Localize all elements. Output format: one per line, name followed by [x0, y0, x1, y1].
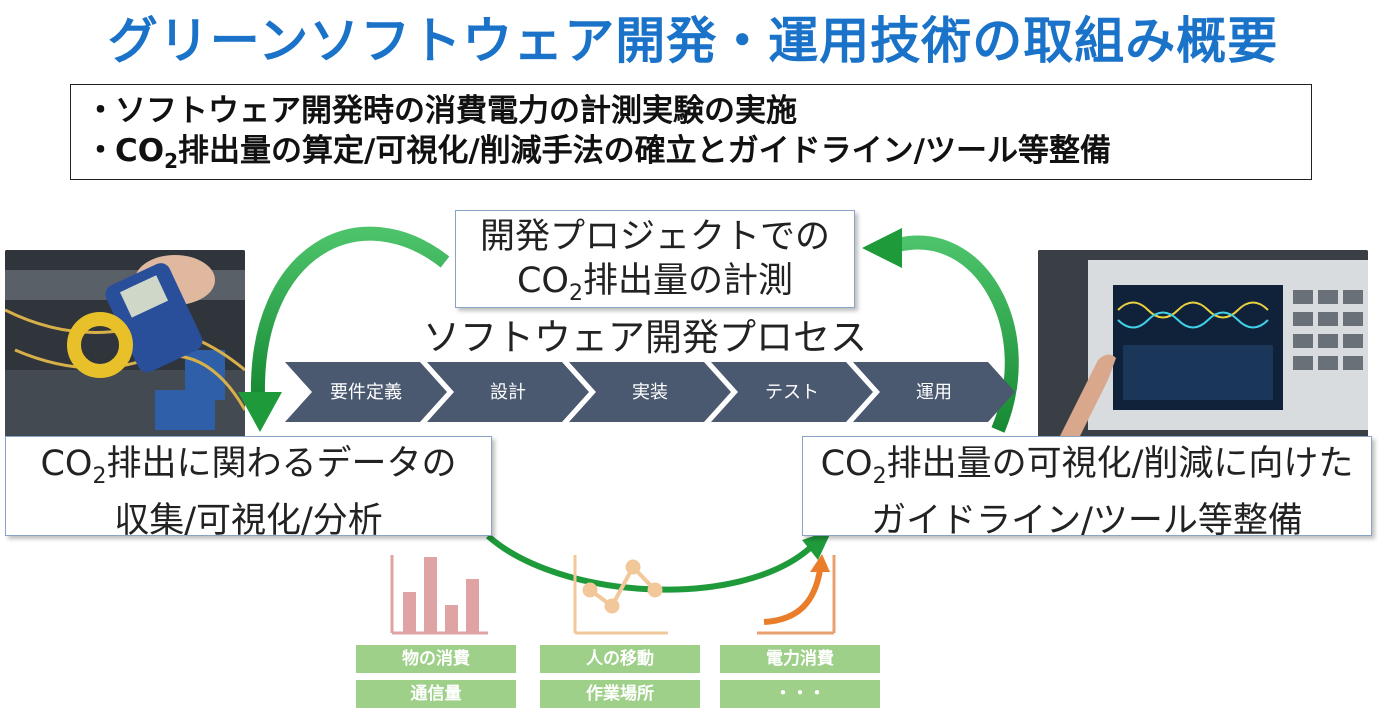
chevron-step-3 — [569, 362, 731, 422]
clamp-meter-photo — [5, 250, 245, 450]
tag-etc: ・・・ — [720, 680, 880, 708]
data-collection-box: CO2排出に関わるデータの 収集/可視化/分析 — [5, 436, 492, 541]
data-collection-line-2: 収集/可視化/分析 — [114, 501, 383, 541]
summary-line-2-co: CO — [115, 133, 165, 169]
bullet: ・ — [85, 93, 116, 129]
process-label: ソフトウェア開発プロセス — [423, 316, 867, 359]
measurement-text: 排出量の計測 — [582, 261, 793, 301]
data-collection-text: 排出に関わるデータの — [106, 444, 457, 484]
chevron-step-5 — [853, 362, 1015, 422]
data-collection-co: CO — [40, 444, 93, 484]
guideline-co: CO — [820, 444, 873, 484]
measurement-sub: 2 — [568, 281, 583, 306]
cycle-arrowhead-bottom — [802, 530, 832, 560]
process-chevrons — [285, 362, 1015, 422]
summary-line-1-text: ソフトウェア開発時の消費電力の計測実験の実施 — [115, 93, 797, 129]
step-label-1: 要件定義 — [330, 382, 402, 402]
chevron-step-1 — [285, 362, 447, 422]
data-collection-sub: 2 — [92, 464, 107, 489]
summary-line-1: ・ソフトウェア開発時の消費電力の計測実験の実施 — [85, 91, 1297, 131]
cycle-arrowhead-top — [862, 228, 902, 268]
page-title: グリーンソフトウェア開発・運用技術の取組み概要 — [107, 12, 1279, 70]
summary-line-2: ・CO2排出量の算定/可視化/削減手法の確立とガイドライン/ツール等整備 — [85, 131, 1297, 181]
summary-line-2-text: 排出量の算定/可視化/削減手法の確立とガイドライン/ツール等整備 — [178, 133, 1111, 169]
step-label-4: テスト — [765, 382, 819, 402]
measurement-co: CO — [516, 261, 569, 301]
tag-workplace: 作業場所 — [540, 680, 700, 708]
tag-power-consumption: 電力消費 — [720, 645, 880, 673]
step-label-3: 実装 — [632, 382, 668, 402]
summary-line-2-sub: 2 — [164, 149, 179, 174]
line-chart-icon — [573, 555, 668, 635]
bullet: ・ — [85, 133, 116, 169]
step-label-2: 設計 — [490, 382, 526, 402]
step-label-5: 運用 — [916, 382, 952, 402]
cycle-arrow-top-left — [250, 226, 450, 396]
guideline-line-2: ガイドライン/ツール等整備 — [871, 501, 1303, 541]
measurement-box-line-1: 開発プロジェクトでの — [479, 217, 830, 257]
guideline-box: CO2排出量の可視化/削減に向けた ガイドライン/ツール等整備 — [802, 436, 1372, 541]
cycle-arrowhead-left — [238, 392, 282, 432]
measurement-box: 開発プロジェクトでの CO2排出量の計測 — [455, 210, 855, 308]
bar-chart-icon — [390, 555, 488, 635]
summary-box: ・ソフトウェア開発時の消費電力の計測実験の実施 ・CO2排出量の算定/可視化/削… — [70, 84, 1312, 180]
guideline-sub: 2 — [872, 464, 887, 489]
guideline-text: 排出量の可視化/削減に向けた — [886, 444, 1354, 484]
growth-curve-icon — [757, 554, 836, 635]
chevron-step-4 — [711, 362, 873, 422]
tag-communication: 通信量 — [356, 680, 516, 708]
power-analyzer-photo — [1038, 250, 1368, 440]
guideline-line-1: CO2排出量の可視化/削減に向けた — [803, 442, 1371, 499]
measurement-box-line-2: CO2排出量の計測 — [456, 259, 854, 316]
tag-goods-consumption: 物の消費 — [356, 645, 516, 673]
tag-people-movement: 人の移動 — [540, 645, 700, 673]
data-collection-line-1: CO2排出に関わるデータの — [6, 442, 491, 499]
chevron-step-2 — [427, 362, 589, 422]
